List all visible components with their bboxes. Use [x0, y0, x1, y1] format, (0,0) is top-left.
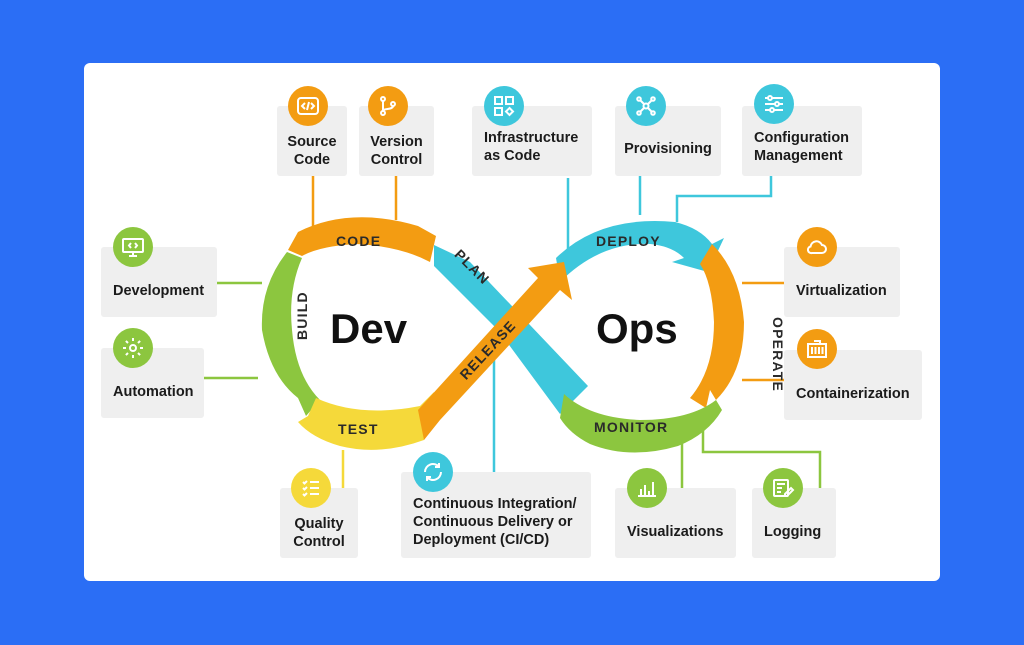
sliders-icon — [754, 84, 794, 124]
label-build: BUILD — [294, 291, 310, 340]
item-cicd: Continuous Integration/Continuous Delive… — [401, 472, 591, 558]
label-deploy: DEPLOY — [596, 233, 661, 249]
label-release: RELEASE — [456, 317, 519, 382]
segment-operate — [690, 244, 744, 408]
dev-title: Dev — [330, 305, 408, 352]
network-icon — [626, 86, 666, 126]
segment-monitor — [560, 394, 722, 453]
segment-deploy — [556, 221, 724, 282]
segment-build — [261, 252, 320, 416]
connector-config — [675, 176, 773, 222]
cloud-icon — [797, 227, 837, 267]
checklist-icon — [291, 468, 331, 508]
gear-icon — [113, 328, 153, 368]
label-code: CODE — [336, 233, 381, 249]
git-branch-icon — [368, 86, 408, 126]
code-icon — [288, 86, 328, 126]
segment-release — [418, 262, 572, 440]
segment-code — [288, 217, 436, 262]
connector-logging — [701, 430, 822, 488]
ops-title: Ops — [596, 305, 678, 352]
segment-test — [298, 392, 434, 450]
label-monitor: MONITOR — [594, 419, 668, 435]
label-operate: OPERATE — [770, 317, 786, 392]
bar-chart-icon — [627, 468, 667, 508]
refresh-icon — [413, 452, 453, 492]
container-icon — [797, 329, 837, 369]
monitor-code-icon — [113, 227, 153, 267]
log-edit-icon — [763, 468, 803, 508]
blocks-icon — [484, 86, 524, 126]
label-test: TEST — [338, 421, 379, 437]
